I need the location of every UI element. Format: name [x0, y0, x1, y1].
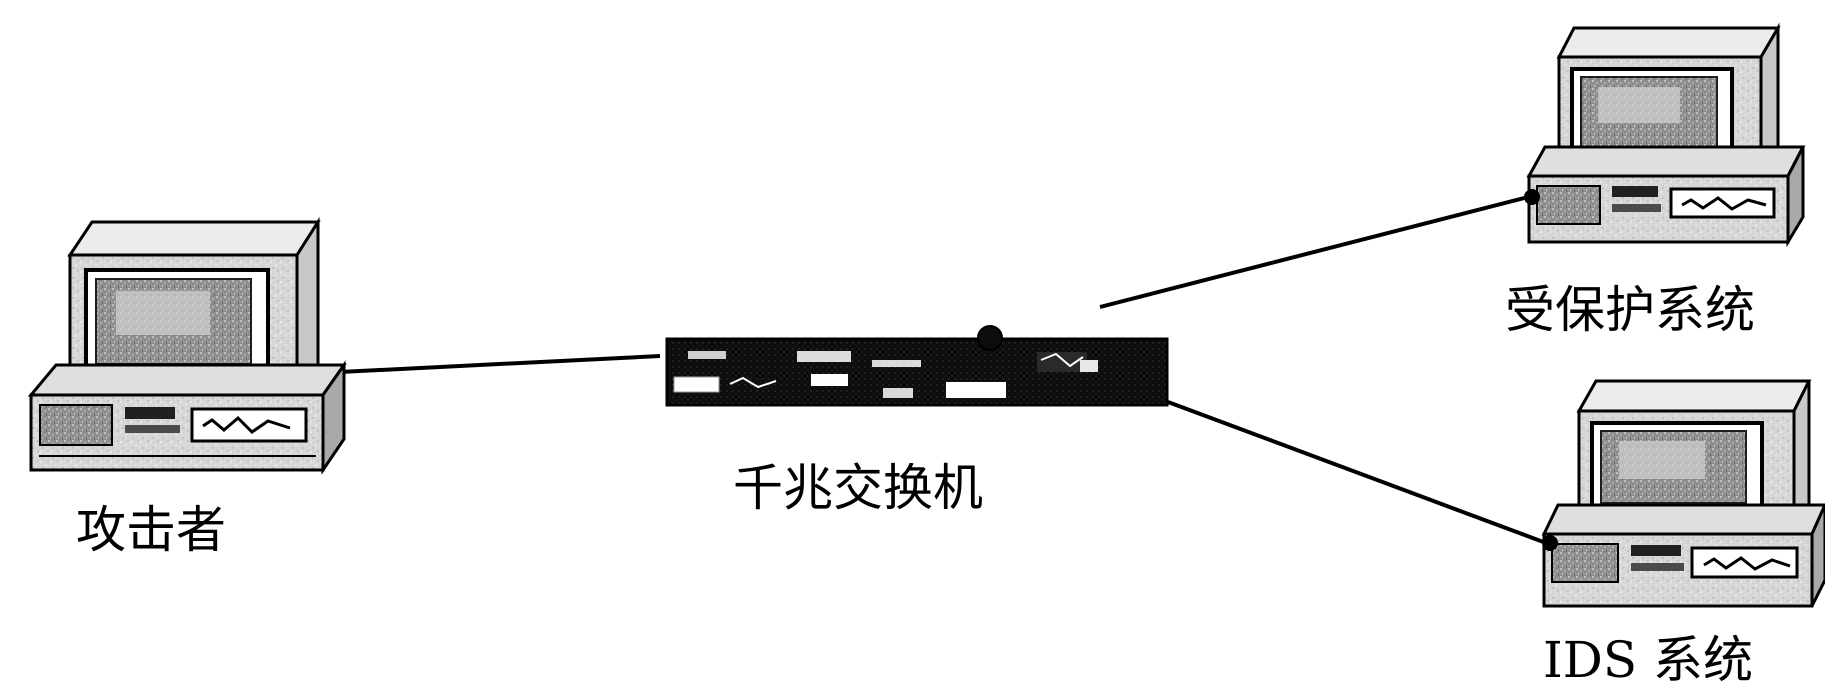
gigabit-switch-icon — [665, 325, 1169, 407]
link-switch-ids-system — [1167, 400, 1547, 545]
attacker-computer-icon — [27, 216, 347, 475]
link-switch-protected-system — [1099, 195, 1529, 309]
gigabit-switch-label: 千兆交换机 — [733, 459, 983, 517]
ids-system-label: IDS 系统 — [1543, 631, 1753, 689]
ids-system-computer-icon — [1541, 379, 1825, 608]
link-attacker-switch — [299, 354, 661, 376]
protected-system-label: 受保护系统 — [1505, 281, 1755, 339]
protected-system-computer-icon — [1524, 22, 1806, 248]
attacker-label: 攻击者 — [76, 501, 226, 559]
